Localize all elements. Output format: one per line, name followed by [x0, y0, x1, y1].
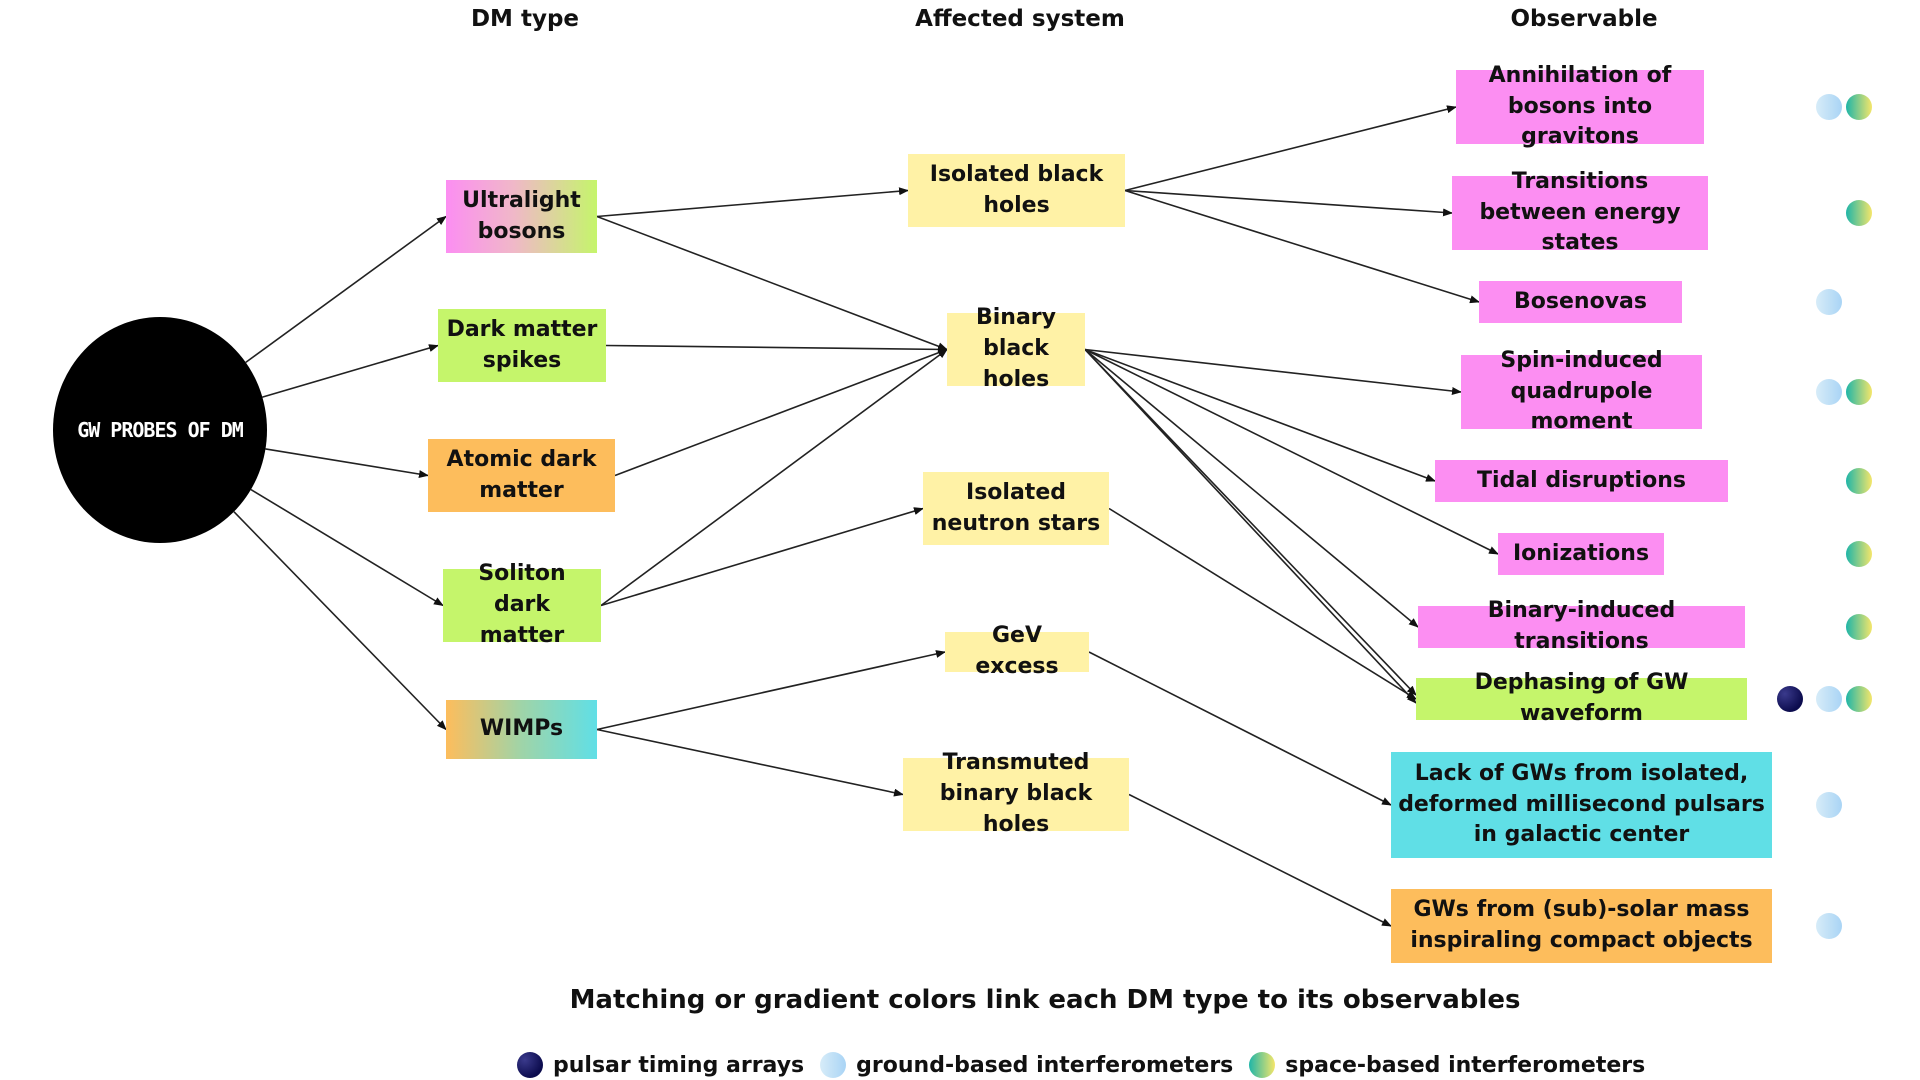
header-dm-type: DM type — [470, 6, 580, 32]
space-detector-dot-icon — [1846, 541, 1872, 567]
space-detector-dot-icon — [1846, 379, 1872, 405]
observable-lack-of-gws-msp: Lack of GWs from isolated, deformed mill… — [1391, 752, 1772, 858]
edge-root-to-atomic — [265, 448, 429, 478]
space-interferometer-dot-icon — [1249, 1052, 1276, 1078]
observable-annihilation-into-gravitons: Annihilation of bosons into gravitons — [1456, 63, 1704, 149]
edge-wimps-to-gev — [596, 650, 946, 731]
legend-item-space: space-based interferometers — [1249, 1052, 1645, 1078]
legend-label-ground: ground-based interferometers — [856, 1052, 1234, 1078]
edge-root-to-ulb — [245, 215, 447, 364]
system-isolated-neutron-stars: Isolated neutron stars — [923, 472, 1109, 545]
system-gev-excess: GeV excess — [945, 623, 1089, 679]
edge-ulb-to-bbh — [596, 215, 948, 351]
root-node-gw-probes: GW PROBES OF DM — [53, 317, 267, 543]
edge-bbh-to-dephase — [1084, 348, 1417, 696]
observable-ionizations: Ionizations — [1498, 533, 1664, 575]
legend-label-space: space-based interferometers — [1285, 1052, 1646, 1078]
edge-root-to-wimps — [233, 511, 447, 731]
pulsar-timing-dot-icon — [517, 1052, 543, 1078]
ground-detector-dot-icon — [1816, 686, 1842, 712]
edge-soliton-to-bbh — [600, 348, 948, 607]
dm-type-wimps: WIMPs — [446, 700, 597, 759]
space-detector-dot-icon — [1846, 686, 1872, 712]
ground-detector-dot-icon — [1816, 913, 1842, 939]
edge-bbh-to-dephase — [1084, 348, 1417, 704]
edge-tbbh-to-subsolar — [1128, 793, 1392, 927]
space-detector-dot-icon — [1846, 468, 1872, 494]
edge-ibh-to-trans — [1124, 189, 1453, 217]
edge-wimps-to-tbbh — [596, 728, 904, 797]
edge-gev-to-lack — [1088, 651, 1392, 806]
ground-detector-dot-icon — [1816, 289, 1842, 315]
edge-bbh-to-spin — [1084, 348, 1462, 395]
edge-ibh-to-annih — [1124, 105, 1457, 192]
figure-caption: Matching or gradient colors link each DM… — [569, 985, 1521, 1015]
pulsar-detector-dot-icon — [1777, 686, 1803, 712]
ground-detector-dot-icon — [1816, 379, 1842, 405]
system-transmuted-binary-black-holes: Transmuted binary black holes — [903, 750, 1129, 837]
edge-root-to-soliton — [250, 488, 444, 607]
edge-ins-to-dephase — [1108, 507, 1417, 700]
dm-type-atomic-dark-matter: Atomic dark matter — [428, 439, 615, 512]
edge-soliton-to-ins — [600, 507, 924, 607]
edge-atomic-to-bbh — [614, 348, 948, 477]
space-detector-dot-icon — [1846, 94, 1872, 120]
space-detector-dot-icon — [1846, 200, 1872, 226]
observable-binary-induced-transitions: Binary-induced transitions — [1418, 598, 1745, 654]
edge-spikes-to-bbh — [605, 344, 948, 354]
legend: pulsar timing arrays ground-based interf… — [517, 1052, 1651, 1078]
observable-gws-subsolar-mass: GWs from (sub)-solar mass inspiraling co… — [1391, 889, 1772, 963]
legend-item-ground: ground-based interferometers — [820, 1052, 1233, 1078]
edge-bbh-to-ioniz — [1084, 348, 1499, 555]
observable-spin-induced-quadrupole: Spin-induced quadrupole moment — [1461, 348, 1702, 434]
ground-detector-dot-icon — [1816, 792, 1842, 818]
observable-energy-state-transitions: Transitions between energy states — [1452, 169, 1708, 255]
system-binary-black-holes: Binary black holes — [947, 305, 1085, 392]
ground-interferometer-dot-icon — [820, 1052, 847, 1078]
header-observable: Observable — [1510, 6, 1658, 32]
observable-dephasing-gw-waveform: Dephasing of GW waveform — [1416, 670, 1747, 726]
ground-detector-dot-icon — [1816, 94, 1842, 120]
dm-type-dark-matter-spikes: Dark matter spikes — [438, 309, 606, 382]
space-detector-dot-icon — [1846, 614, 1872, 640]
edge-bbh-to-tidal — [1084, 348, 1436, 482]
header-affected-system: Affected system — [915, 6, 1125, 32]
edge-root-to-spikes — [262, 344, 439, 398]
dm-type-ultralight-bosons: Ultralight bosons — [446, 180, 597, 253]
system-isolated-black-holes: Isolated black holes — [908, 154, 1125, 227]
legend-label-pulsar: pulsar timing arrays — [553, 1052, 805, 1078]
dm-type-soliton-dark-matter: Soliton dark matter — [443, 561, 601, 648]
observable-tidal-disruptions: Tidal disruptions — [1435, 460, 1728, 502]
edge-bbh-to-bintr — [1084, 348, 1419, 628]
edge-ulb-to-ibh — [596, 187, 909, 218]
edge-ibh-to-bosen — [1124, 189, 1480, 304]
observable-bosenovas: Bosenovas — [1479, 281, 1682, 323]
legend-item-pulsar: pulsar timing arrays — [517, 1052, 804, 1078]
